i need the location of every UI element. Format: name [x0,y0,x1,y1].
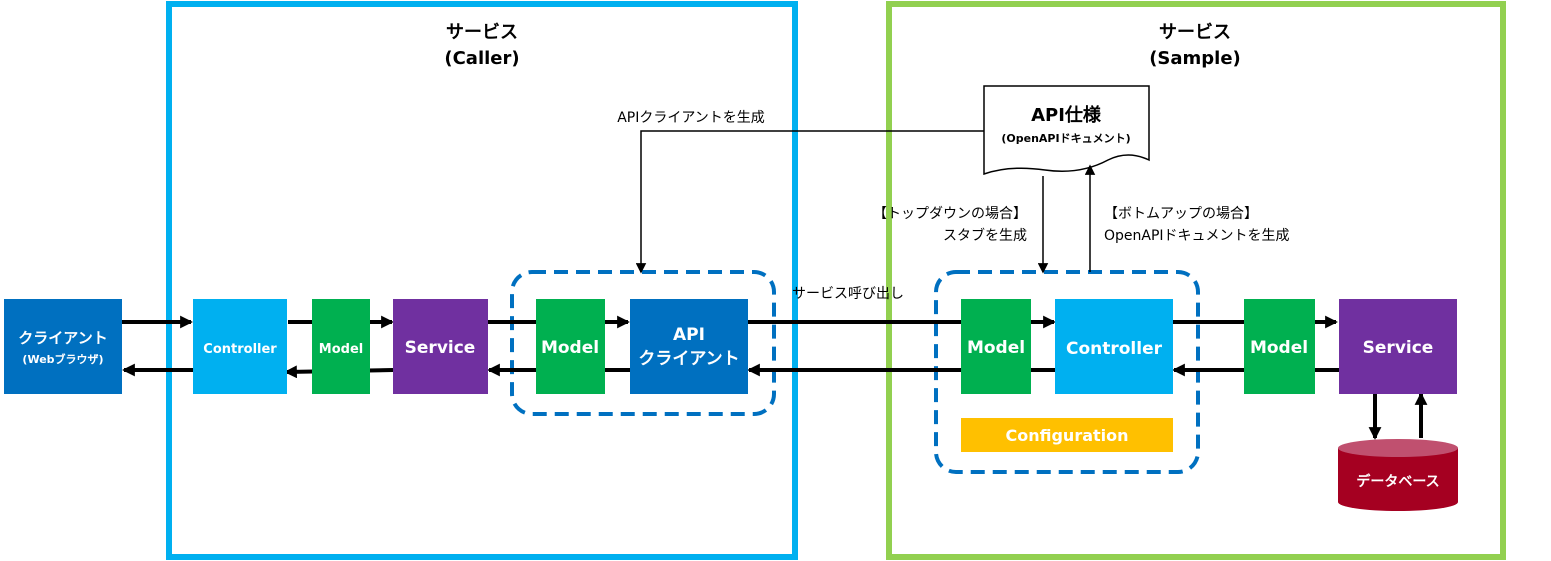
request-arrows [122,315,1382,440]
caller-service-label: Service [405,338,476,358]
bottomup-label-1: 【ボトムアップの場合】 [1104,206,1258,222]
sample-controller-box [1055,299,1173,394]
api-spec-title: API仕様 [1031,104,1102,126]
caller-controller-label: Controller [203,342,277,357]
api-client-label-1: API [673,325,705,345]
configuration-label: Configuration [1005,426,1128,445]
configuration-box [961,418,1173,452]
client-label: クライアント [18,329,107,347]
sample-title: サービス [1159,22,1231,43]
topdown-label-2: スタブを生成 [943,227,1027,244]
generate-client-label: APIクライアントを生成 [617,110,765,126]
database-cylinder [1338,439,1458,511]
caller-model-box-2 [536,299,605,394]
caller-controller-box [193,299,287,394]
api-spec-document [983,85,1150,176]
sample-service-box [1339,299,1457,394]
client-box [4,299,122,394]
caller-service-container [166,1,798,560]
generate-client-arrow [635,130,984,274]
topdown-label-1: 【トップダウンの場合】 [873,206,1027,222]
sample-model-label-2: Model [1250,338,1308,358]
sample-service-label: Service [1363,338,1434,358]
sample-service-container [886,1,1506,560]
caller-subtitle: (Caller) [444,48,519,69]
sample-controller-label: Controller [1066,339,1163,359]
caller-model-label-1: Model [319,342,363,357]
sample-model-label-1: Model [967,338,1025,358]
api-spec-subtitle: (OpenAPIドキュメント) [1001,132,1130,145]
api-client-box [630,299,748,394]
sample-subtitle: (Sample) [1149,48,1241,69]
api-client-label-2: クライアント [638,349,739,369]
sample-model-box-1 [961,299,1031,394]
caller-title: サービス [446,22,518,43]
database-label: データベース [1356,473,1439,490]
caller-service-box [393,299,488,394]
bottomup-label-2: OpenAPIドキュメントを生成 [1104,228,1290,244]
call-service-label: サービス呼び出し [792,286,904,302]
caller-model-box-1 [312,299,370,394]
caller-model-label-2: Model [541,338,599,358]
client-sublabel: (Webブラウザ) [22,352,103,366]
sample-model-box-2 [1244,299,1315,394]
